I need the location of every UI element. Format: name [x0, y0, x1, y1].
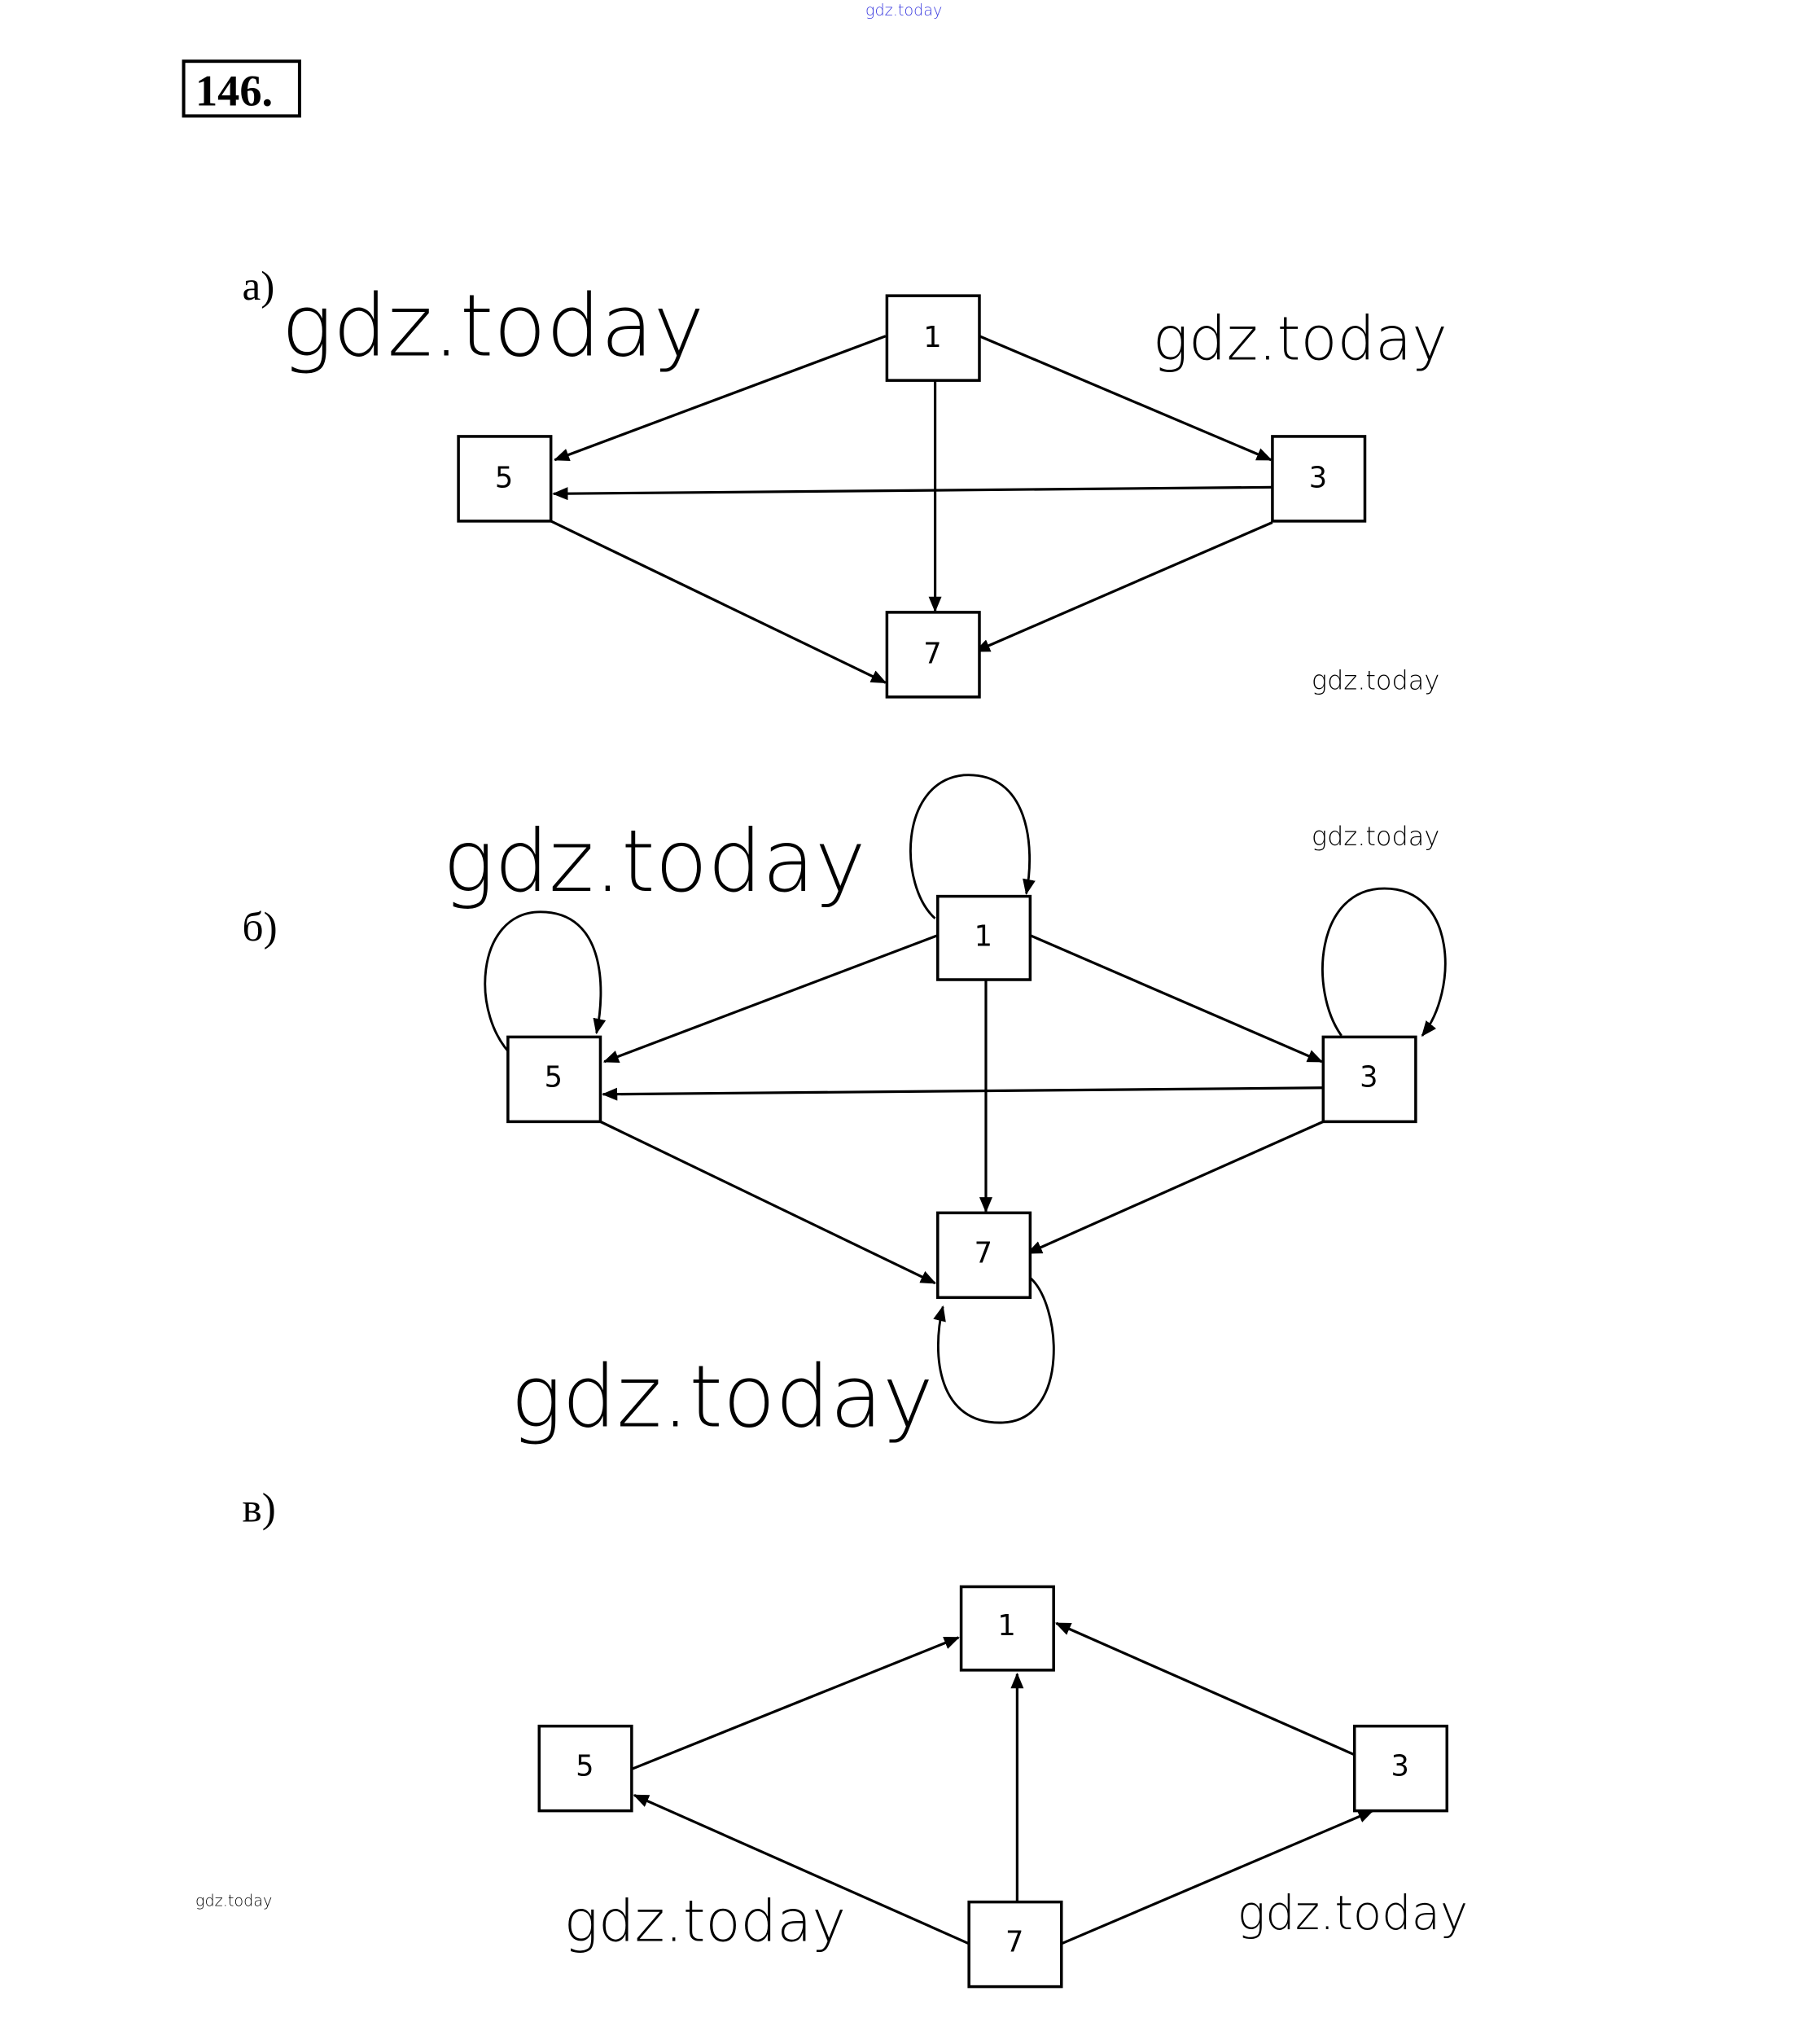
svg-text:1: 1	[997, 1609, 1015, 1643]
graph-c: в) 1 5 3 7	[243, 1485, 1449, 1989]
node-7: 7	[967, 1900, 1063, 1989]
svg-text:7: 7	[1005, 1926, 1023, 1959]
edge-1-3	[1029, 934, 1324, 1064]
node-5: 5	[537, 1724, 633, 1813]
node-7: 7	[885, 611, 981, 699]
problem-number-box: 146.	[182, 59, 301, 118]
top-watermark: gdz.today	[865, 1, 942, 20]
node-7: 7	[936, 1211, 1032, 1300]
edge-7-5	[633, 1793, 970, 1945]
graph-a: а) 1 5 3 7	[243, 263, 1367, 699]
node-5: 5	[457, 435, 553, 523]
node-5: 5	[506, 1035, 602, 1124]
node-3: 3	[1271, 435, 1367, 523]
svg-text:7: 7	[975, 1236, 992, 1270]
svg-text:5: 5	[545, 1060, 563, 1094]
edge-5-7	[599, 1120, 937, 1285]
node-3: 3	[1321, 1035, 1417, 1124]
svg-text:3: 3	[1391, 1750, 1408, 1783]
node-1: 1	[936, 894, 1032, 981]
svg-text:7: 7	[923, 638, 941, 671]
edge-7-3	[1061, 1809, 1374, 1945]
loop-7	[933, 1275, 1055, 1424]
node-1: 1	[885, 294, 981, 382]
problem-number: 146.	[195, 67, 273, 116]
loop-1	[909, 774, 1036, 919]
watermark: gdz.today	[1312, 821, 1439, 852]
svg-text:3: 3	[1309, 462, 1327, 495]
edge-5-7	[550, 520, 887, 684]
svg-text:1: 1	[975, 920, 992, 954]
edge-3-1	[1054, 1621, 1356, 1757]
loop-3	[1321, 887, 1447, 1037]
watermark: gdz.today	[1153, 305, 1448, 375]
part-label-a: а)	[243, 263, 275, 309]
graph-b: б) 1 5 3 7	[243, 774, 1447, 1424]
node-1: 1	[959, 1585, 1055, 1672]
edge-1-3	[979, 335, 1272, 462]
part-label-b: б)	[243, 904, 278, 950]
watermark: gdz.today	[195, 1891, 272, 1910]
watermark: gdz.today	[564, 1888, 846, 1955]
edge-1-5	[602, 934, 939, 1064]
node-3: 3	[1352, 1724, 1449, 1813]
svg-text:5: 5	[495, 462, 513, 495]
edge-3-7	[974, 521, 1273, 653]
svg-text:5: 5	[576, 1750, 594, 1783]
watermark: gdz.today	[510, 1347, 934, 1447]
watermark: gdz.today	[282, 276, 705, 376]
svg-text:1: 1	[923, 321, 941, 354]
watermark: gdz.today	[1312, 665, 1439, 695]
edge-3-5	[602, 1086, 1324, 1101]
edge-3-7	[1026, 1120, 1324, 1255]
watermark: gdz.today	[1237, 1886, 1468, 1941]
watermark: gdz.today	[443, 811, 866, 911]
edge-5-1	[631, 1636, 960, 1770]
edge-1-5	[553, 335, 887, 462]
svg-text:3: 3	[1360, 1060, 1378, 1094]
loop-5	[484, 910, 607, 1059]
edge-3-5	[552, 485, 1272, 501]
part-label-c: в)	[243, 1485, 276, 1531]
